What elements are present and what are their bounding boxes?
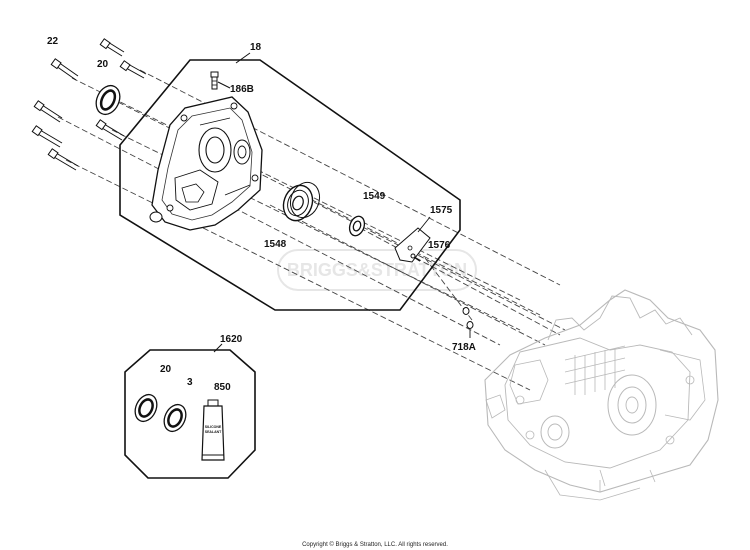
kit-o-ring-seal — [163, 403, 187, 433]
assembly-guide-lines — [57, 69, 566, 391]
callout-3: 3 — [187, 377, 193, 388]
cover-bolt — [33, 100, 63, 123]
callout-1620: 1620 — [220, 334, 243, 345]
callout-1548: 1548 — [264, 239, 287, 250]
oil-seal — [95, 84, 121, 116]
dowel-pin — [462, 307, 474, 338]
ball-bearing — [282, 181, 321, 222]
callout-1575: 1575 — [430, 205, 453, 216]
cover-bolt — [99, 38, 125, 57]
tube-label-line-1: SILICONE — [205, 425, 222, 429]
callout-1549: 1549 — [363, 191, 386, 202]
watermark-text: BRIGGS&STRATTON — [287, 260, 467, 280]
crankcase-cover-group-outline — [119, 59, 461, 311]
callout-20-top: 20 — [97, 59, 109, 70]
callout-20-kit: 20 — [160, 364, 172, 375]
cover-bolt — [119, 60, 147, 79]
callout-1576: 1576 — [428, 240, 451, 251]
cover-bolt — [47, 148, 79, 171]
callout-850: 850 — [214, 382, 231, 393]
tube-label-line-2: SEALANT — [205, 430, 222, 434]
callout-leader-18 — [235, 52, 251, 64]
callout-18: 18 — [250, 42, 262, 53]
cover-screw — [410, 253, 421, 262]
repair-kit-outline — [124, 349, 256, 479]
callout-186b: 186B — [230, 84, 254, 95]
copyright-notice: Copyright © Briggs & Stratton, LLC. All … — [302, 541, 448, 548]
cover-bolt — [95, 119, 125, 141]
kit-oil-seal — [134, 393, 158, 423]
breather-valve — [210, 71, 231, 90]
cover-bolt — [50, 58, 79, 81]
shaft-seal — [348, 215, 366, 237]
callout-leader-1620 — [213, 343, 223, 353]
cover-gasket — [394, 216, 431, 263]
brand-watermark: BRIGGS&STRATTON — [277, 249, 477, 291]
engine-block — [484, 289, 719, 501]
crankcase-cover — [149, 96, 263, 231]
cover-bolt — [31, 125, 63, 148]
callout-718a: 718A — [452, 342, 476, 353]
silicone-sealant-tube: SILICONE SEALANT — [201, 399, 225, 461]
callout-22: 22 — [47, 36, 59, 47]
